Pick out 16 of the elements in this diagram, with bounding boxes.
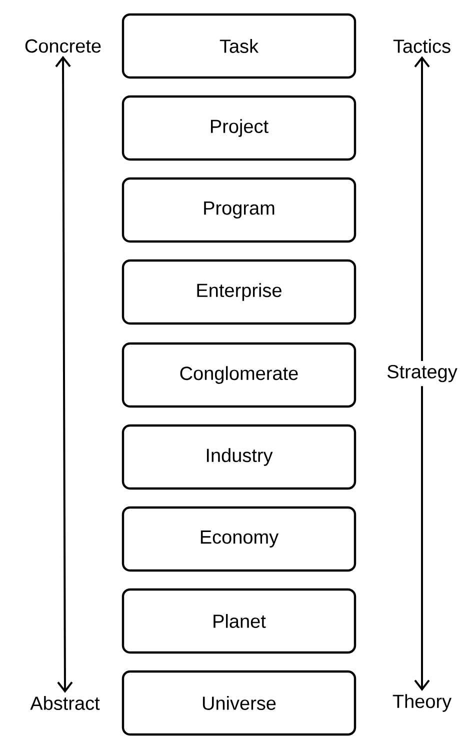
level-box: Industry — [122, 424, 356, 490]
level-box: Program — [122, 177, 356, 243]
axis-label: Tactics — [393, 39, 450, 53]
double-arrow — [55, 56, 73, 693]
level-box: Task — [122, 13, 356, 79]
edge-label: Strategy — [382, 360, 462, 386]
level-box: Economy — [122, 506, 356, 572]
level-box: Universe — [122, 670, 356, 736]
axis-label: Concrete — [25, 39, 101, 53]
axis-label: Abstract — [30, 696, 100, 710]
axis-label: Theory — [392, 694, 452, 712]
level-box: Planet — [122, 588, 356, 654]
double-arrow — [414, 56, 430, 691]
level-box: Enterprise — [122, 259, 356, 325]
level-box: Conglomerate — [122, 342, 356, 408]
level-box: Project — [122, 95, 356, 161]
